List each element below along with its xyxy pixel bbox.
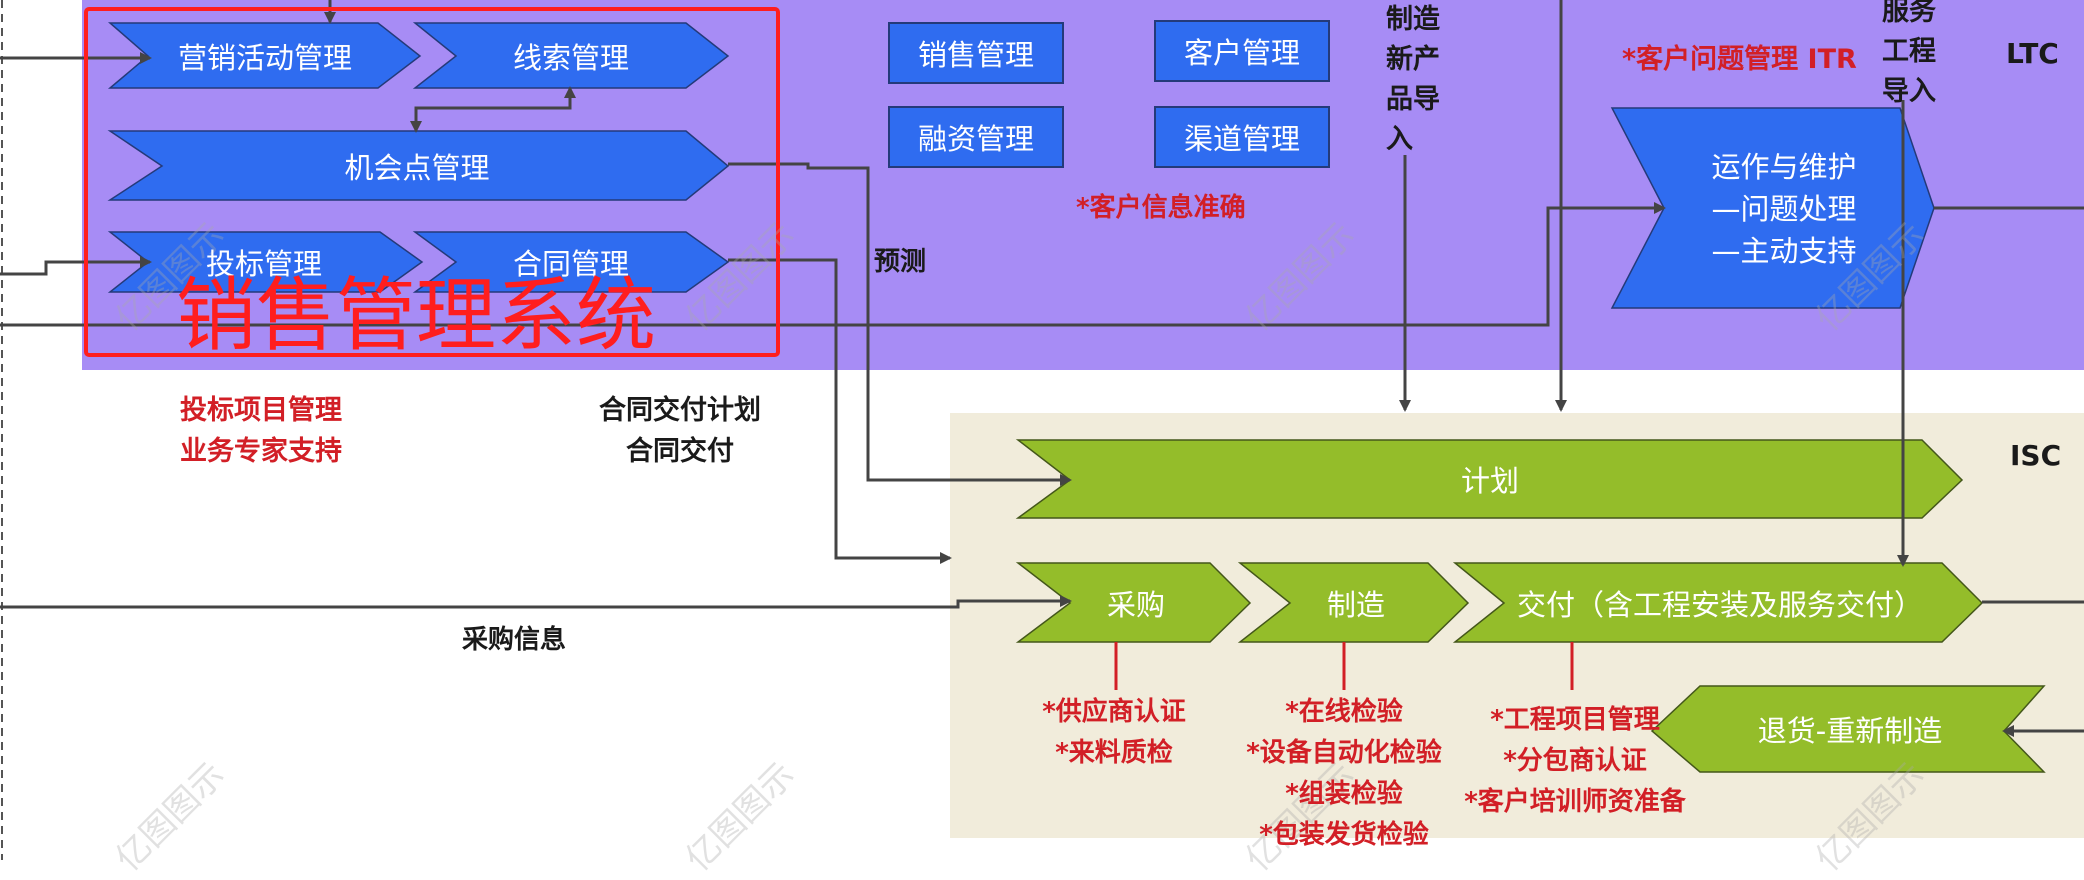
return-label: 退货-重新制造: [1757, 714, 1943, 748]
ltc-label: LTC: [2006, 37, 2059, 70]
bid-note-line: 投标项目管理: [180, 395, 342, 426]
plan-label: 计划: [1460, 464, 1519, 498]
service-intro-note: 服务 工程 导入: [1882, 0, 1936, 112]
bidding-label: 投标管理: [205, 247, 322, 281]
delivery-label: 交付（含工程安装及服务交付）: [1516, 587, 1923, 622]
customer-mgmt-node[interactable]: 客户管理: [1154, 20, 1330, 82]
return-shape[interactable]: [1650, 685, 2046, 773]
isc-label: ISC: [2010, 439, 2062, 472]
manufacturing-shape[interactable]: [1237, 562, 1470, 643]
opportunity-label: 机会点管理: [344, 150, 490, 185]
service-intro-line: 服务: [1882, 0, 1936, 27]
connector-long-ops: [0, 202, 1666, 327]
manufacturing-note-line: *在线检验: [1285, 697, 1403, 727]
operations-line-2: —问题处理: [1711, 192, 1857, 226]
connector-leads-opportunity: [410, 106, 570, 133]
itr-note: *客户问题管理 ITR: [1622, 44, 1857, 75]
connector-forecast: [728, 162, 1072, 486]
delivery-note-line: *客户培训师资准备: [1464, 787, 1686, 817]
delivery-shape[interactable]: [1452, 562, 1984, 643]
operations-line-1: 运作与维护: [1711, 150, 1857, 184]
forecast-note: 预测: [874, 247, 927, 277]
sales-mgmt-node[interactable]: 销售管理: [888, 22, 1064, 84]
manufacturing-intro-line: 品导: [1386, 84, 1440, 115]
manufacturing-note-line: *包装发货检验: [1259, 820, 1429, 850]
manufacturing-note-line: *组装检验: [1285, 779, 1403, 809]
delivery-note-line: *分包商认证: [1503, 746, 1647, 776]
contract-label: 合同管理: [512, 247, 629, 281]
manufacturing-intro-line: 制造: [1386, 4, 1440, 35]
connector-bid-in: [0, 256, 152, 276]
delivery-note-line: *工程项目管理: [1490, 705, 1660, 735]
procurement-label: 采购: [1106, 587, 1165, 622]
sales-system-highlight: [84, 7, 780, 357]
manufacturing-note-line: *设备自动化检验: [1246, 738, 1442, 768]
manufacturing-notes: *在线检验 *设备自动化检验 *组装检验 *包装发货检验: [1224, 692, 1464, 856]
supplier-notes: *供应商认证 *来料质检: [1022, 692, 1206, 774]
opportunity-shape[interactable]: [107, 130, 730, 201]
bid-notes: 投标项目管理 业务专家支持: [180, 390, 342, 472]
contract-note-line: 合同交付计划: [599, 395, 761, 426]
operations-label: 运作与维护 —问题处理 —主动支持: [1664, 146, 1904, 272]
manufacturing-intro-line: 入: [1386, 124, 1413, 155]
procurement-info-note: 采购信息: [462, 625, 567, 655]
connector-procurement-info: [0, 595, 1072, 609]
delivery-notes: *工程项目管理 *分包商认证 *客户培训师资准备: [1444, 700, 1706, 823]
marketing-label: 营销活动管理: [177, 40, 352, 75]
leads-label: 线索管理: [512, 40, 629, 75]
contract-shape[interactable]: [412, 231, 730, 293]
sales-system-title: 销售管理系统: [176, 269, 656, 362]
manufacturing-intro-note: 制造 新产 品导 入: [1386, 0, 1440, 160]
supplier-note-line: *来料质检: [1055, 738, 1173, 768]
connector-contract-delivery: [728, 258, 952, 564]
supplier-note-line: *供应商认证: [1042, 697, 1186, 727]
channel-mgmt-node[interactable]: 渠道管理: [1154, 106, 1330, 168]
leads-shape[interactable]: [412, 22, 730, 89]
manufacturing-label: 制造: [1326, 587, 1385, 622]
service-intro-line: 导入: [1882, 76, 1936, 107]
contract-notes: 合同交付计划 合同交付: [592, 390, 768, 472]
flow-diagram: [0, 0, 2084, 860]
contract-note-line: 合同交付: [626, 436, 734, 467]
financing-mgmt-node[interactable]: 融资管理: [888, 106, 1064, 168]
customer-info-note: *客户信息准确: [1076, 193, 1246, 223]
service-intro-line: 工程: [1882, 36, 1936, 67]
bid-note-line: 业务专家支持: [180, 436, 342, 467]
manufacturing-intro-line: 新产: [1386, 44, 1440, 75]
operations-line-3: —主动支持: [1711, 234, 1857, 268]
